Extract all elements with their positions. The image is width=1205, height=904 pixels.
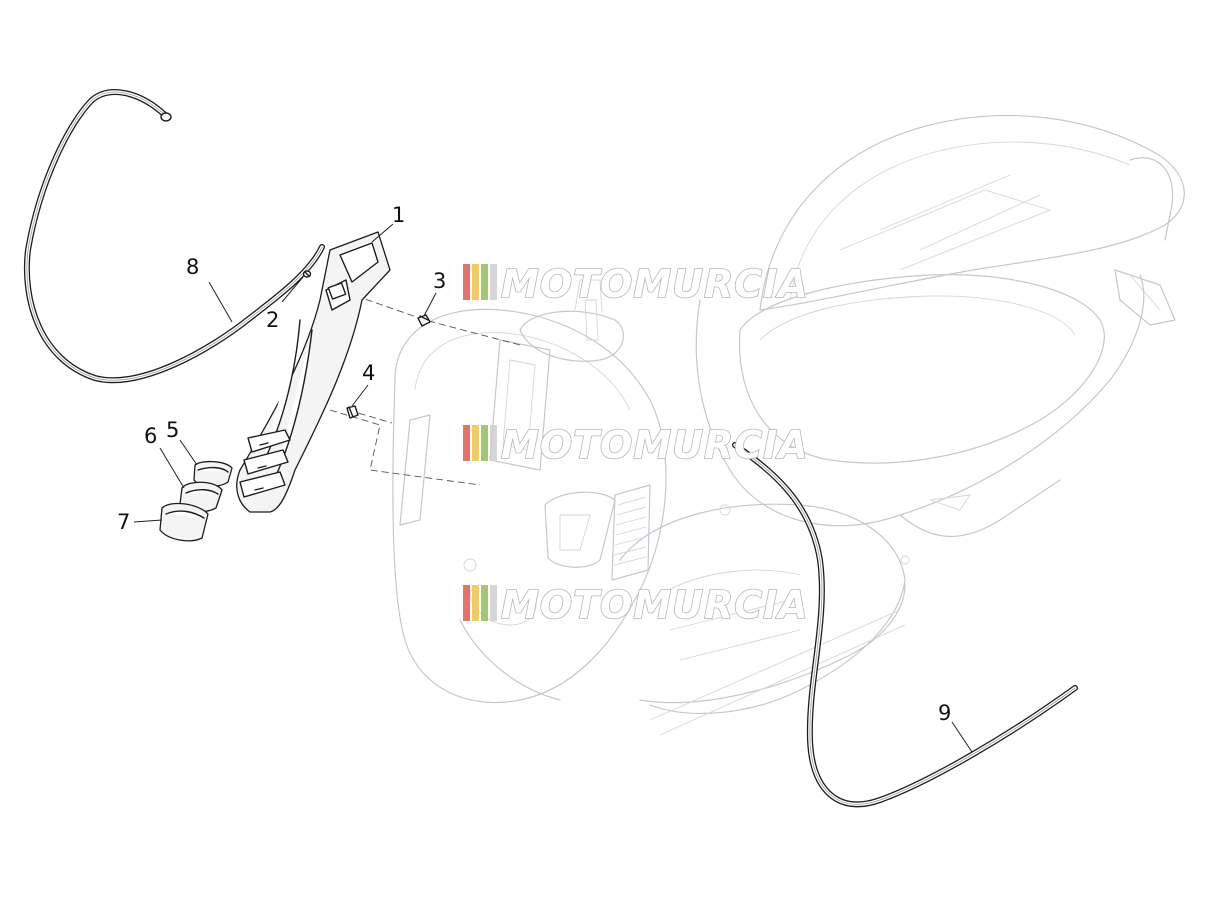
assembly-dashed-lines xyxy=(329,291,521,486)
callout-8: 8 xyxy=(186,255,199,279)
watermark-bottom: MOTOMURCIA xyxy=(463,582,809,628)
callout-labels: 1 2 3 4 5 6 7 8 9 xyxy=(117,203,951,725)
watermark-middle: MOTOMURCIA xyxy=(463,422,809,468)
watermark-text: MOTOMURCIA xyxy=(501,423,809,467)
part-7-trim xyxy=(159,502,209,542)
watermark-top: MOTOMURCIA xyxy=(463,261,809,307)
callout-6: 6 xyxy=(144,424,157,448)
watermark-text: MOTOMURCIA xyxy=(501,262,809,306)
part-8-edge-seal xyxy=(23,89,325,384)
watermark-text: MOTOMURCIA xyxy=(501,583,809,627)
callout-1: 1 xyxy=(392,203,405,227)
callout-4: 4 xyxy=(362,361,375,385)
callout-leaders xyxy=(133,223,973,753)
callout-5: 5 xyxy=(166,418,179,442)
callout-7: 7 xyxy=(117,510,130,534)
callout-2: 2 xyxy=(266,308,279,332)
part-1-horn-cover xyxy=(236,231,391,513)
callout-9: 9 xyxy=(938,701,951,725)
part-4-clip xyxy=(346,405,359,419)
part-3-nut xyxy=(417,314,431,327)
part-2-screw xyxy=(302,270,312,278)
scooter-body-ghost xyxy=(392,114,1185,736)
callout-3: 3 xyxy=(433,269,446,293)
part-9-edge-seal xyxy=(732,442,1078,808)
